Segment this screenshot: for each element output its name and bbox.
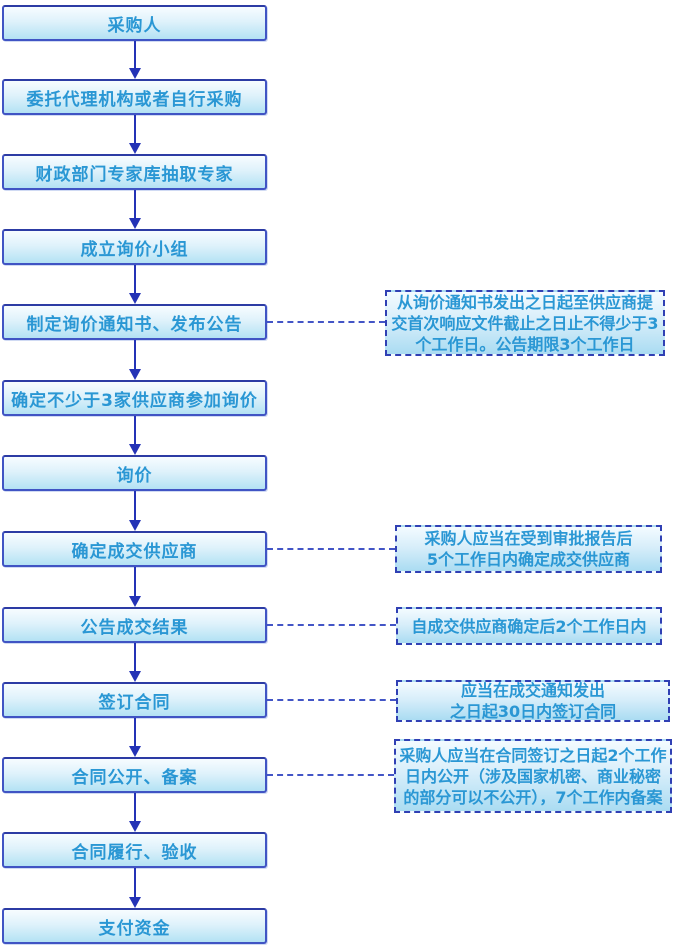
flow-step-label: 签订合同	[98, 692, 171, 713]
down-arrow-head-icon	[129, 369, 141, 380]
dashed-connector-line	[267, 548, 395, 550]
annotation-note-line: 的部分可以不公开），7个工作内备案	[403, 787, 663, 807]
down-arrow-line	[134, 340, 136, 370]
annotation-note-line: 5个工作日内确定成交供应商	[426, 550, 631, 569]
down-arrow-line	[134, 265, 136, 294]
down-arrow-line	[134, 793, 136, 822]
down-arrow-line	[134, 115, 136, 144]
annotation-note-line: 之日起30日内签订合同	[449, 702, 617, 721]
annotation-note: 采购人应当在合同签订之日起2个工作日内公开（涉及国家机密、商业秘密的部分可以不公…	[394, 739, 672, 813]
dashed-connector-line	[267, 774, 394, 776]
down-arrow-head-icon	[129, 520, 141, 531]
down-arrow-line	[134, 567, 136, 597]
annotation-note-line: 个工作日。公告期限3个工作日	[415, 334, 635, 354]
down-arrow-line	[134, 643, 136, 672]
flow-step-label: 财政部门专家库抽取专家	[35, 164, 234, 185]
flow-step-label: 成立询价小组	[80, 239, 189, 260]
flow-step-label: 采购人	[107, 15, 162, 36]
down-arrow-head-icon	[129, 218, 141, 229]
down-arrow-line	[134, 868, 136, 898]
flow-step-box: 采购人	[2, 5, 267, 41]
flow-step-box: 询价	[2, 455, 267, 491]
down-arrow-head-icon	[129, 671, 141, 682]
annotation-note: 应当在成交通知发出之日起30日内签订合同	[396, 680, 670, 722]
flow-step-box: 成立询价小组	[2, 229, 267, 265]
down-arrow-line	[134, 416, 136, 445]
down-arrow-head-icon	[129, 596, 141, 607]
annotation-note-line: 采购人应当在合同签订之日起2个工作	[399, 745, 667, 765]
flow-step-box: 公告成交结果	[2, 607, 267, 643]
flow-step-box: 支付资金	[2, 908, 267, 944]
flow-step-box: 确定成交供应商	[2, 531, 267, 567]
flow-step-label: 确定不少于3家供应商参加询价	[11, 390, 258, 411]
down-arrow-line	[134, 190, 136, 219]
flow-step-label: 支付资金	[98, 918, 171, 939]
flow-step-label: 确定成交供应商	[71, 541, 198, 562]
flow-step-label: 制定询价通知书、发布公告	[26, 314, 243, 335]
flow-step-label: 询价	[116, 465, 153, 486]
flow-step-box: 签订合同	[2, 682, 267, 718]
down-arrow-head-icon	[129, 444, 141, 455]
annotation-note-line: 采购人应当在受到审批报告后	[424, 529, 633, 548]
down-arrow-head-icon	[129, 293, 141, 304]
down-arrow-head-icon	[129, 821, 141, 832]
flow-step-label: 委托代理机构或者自行采购	[26, 89, 243, 110]
down-arrow-head-icon	[129, 68, 141, 79]
annotation-note-line: 应当在成交通知发出	[460, 681, 605, 700]
flow-step-box: 确定不少于3家供应商参加询价	[2, 380, 267, 416]
flow-step-box: 合同公开、备案	[2, 757, 267, 793]
annotation-note-line: 日内公开（涉及国家机密、商业秘密	[404, 766, 661, 786]
down-arrow-line	[134, 491, 136, 521]
annotation-note: 自成交供应商确定后2个工作日内	[396, 607, 662, 645]
flow-step-label: 合同履行、验收	[71, 842, 198, 863]
annotation-note-line: 交首次响应文件截止之日止不得少于3	[391, 313, 659, 333]
dashed-connector-line	[267, 321, 385, 323]
annotation-note-line: 从询价通知书发出之日起至供应商提	[396, 292, 653, 312]
dashed-connector-line	[267, 624, 396, 626]
flow-step-box: 制定询价通知书、发布公告	[2, 304, 267, 340]
down-arrow-line	[134, 41, 136, 69]
flow-step-box: 委托代理机构或者自行采购	[2, 79, 267, 115]
down-arrow-line	[134, 718, 136, 747]
flow-step-label: 合同公开、备案	[71, 767, 198, 788]
flow-step-box: 财政部门专家库抽取专家	[2, 154, 267, 190]
down-arrow-head-icon	[129, 746, 141, 757]
annotation-note-line: 自成交供应商确定后2个工作日内	[411, 616, 647, 636]
flow-step-box: 合同履行、验收	[2, 832, 267, 868]
down-arrow-head-icon	[129, 897, 141, 908]
down-arrow-head-icon	[129, 143, 141, 154]
flow-step-label: 公告成交结果	[80, 617, 189, 638]
annotation-note: 采购人应当在受到审批报告后 5个工作日内确定成交供应商	[395, 525, 662, 573]
dashed-connector-line	[267, 699, 396, 701]
